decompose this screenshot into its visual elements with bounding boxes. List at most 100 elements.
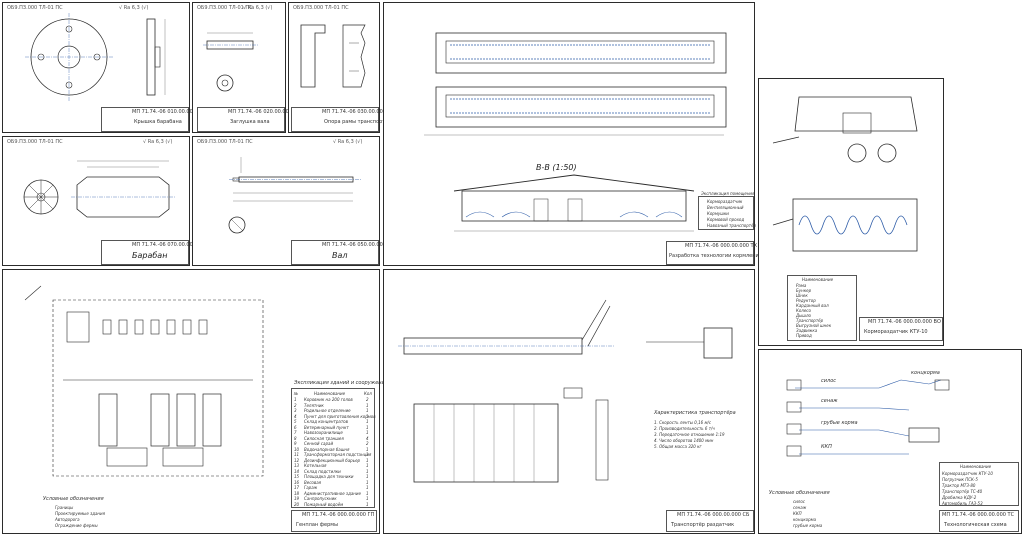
drawing-title: Кормораздатчик КТУ-10 [864,329,928,335]
building-row-name: Навозохранилище [304,430,343,435]
drawing-code: МП 71.74.-06 000.00.000 ТС [942,512,1015,518]
legend-row: Кормораздатчик [707,199,743,204]
support-drawing [300,24,366,88]
roughness-note: √ Ra 6,3 (√) [119,5,149,11]
parts-row: Дышло [796,313,811,318]
sheet-site-plan: Экспликация зданий и сооружений № Наимен… [2,269,388,534]
building-row-name: Трансформаторная подстанция [304,452,372,457]
building-row-num: 13 [294,463,300,468]
building-title: Экспликация зданий и сооружений [294,380,389,386]
building-row-num: 18 [294,490,300,496]
flow-table-title: Наименование [960,464,992,469]
building-table: Экспликация зданий и сооружений № Наимен… [291,380,388,508]
building-row-name: Гараж [304,485,318,490]
building-row-name: Силосная траншея [304,435,344,441]
flow-drawing [786,379,950,457]
building-row-num: 19 [294,496,300,501]
flow-legend: Условные обозначения силос сенаж ККП кон… [769,490,849,530]
legend-title: Экспликация помещения [701,191,755,196]
building-row-qty: 1 [366,430,369,435]
building-row-num: 17 [294,485,300,490]
building-row-num: 1 [294,397,297,402]
building-row-name: Ветеринарный пункт [304,424,349,430]
flow-legend-item: грубые корма [793,523,823,528]
building-row-name: Дезинфекционный барьер [304,457,361,463]
parts-row: Колесо [796,308,811,313]
sheet-cover: ОБ9.ПЗ.000 ТЛ-01 ПС √ Ra 6,3 (√) МП 71.7… [2,2,196,133]
drawing-title: Разработка технологии кормления КРС [669,253,774,259]
sheet-support: ОБ9.ПЗ.000 ТЛ-01 ПС МП 71.74.-06 030.00.… [288,2,395,133]
sheet-tag: ОБ9.ПЗ.000 ТЛ-01 ПС [197,5,253,11]
title-block: МП 71.74.-06 000.00.000 СБ Транспортёр р… [666,510,754,532]
flow-table-row: Транспортёр ТС-40 [942,489,983,494]
building-row-num: 6 [294,424,297,430]
building-row-name: Пожарный водоём [304,501,344,507]
parts-row: Бункер [796,288,812,293]
building-row-name: Весовая [304,479,322,485]
building-row-name: Склад концентратов [304,419,348,424]
char-title: Характеристика транспортёра [654,410,736,416]
char-row: 3. Передаточное отношение 1:19 [654,432,725,437]
drawing-title: Барабан [132,251,168,260]
parts-row: Карданный вал [796,303,829,308]
flow-label: сенаж [821,398,838,404]
title-block: МП 71.74.-06 070.00.000 Барабан [101,240,196,265]
drawing-title: Опора рамы транспортёра [324,119,395,125]
building-row-name: Коровник на 200 голов [304,397,353,402]
flow-legend-title: Условные обозначения [769,490,830,496]
site-plan-drawing [24,285,264,477]
flow-table-row: Погрузчик ПСК-5 [942,477,978,482]
feeder-drawing [772,96,918,252]
drawing-title: Заглушка вала [230,119,270,125]
flow-table-row: Кормораздатчик КТУ-10 [942,471,993,476]
building-row-name: Санпропускник [304,496,337,501]
title-block: МП 71.74.-06 020.00.000 Заглушка вала [197,107,292,132]
legend-row: Вентиляционный [707,205,744,210]
flow-legend-item: сенаж [793,505,807,510]
building-row-name: Административное здание [304,490,361,496]
char-table: Характеристика транспортёра 1. Скорость … [652,410,748,456]
sheet-barn-plan: В-В (1:50) Экспликация помещения Кормора… [383,2,773,266]
site-legend: Условные обозначения Границы Проектируем… [43,496,123,530]
building-row-qty: 2 [366,441,369,446]
section-title: В-В (1:50) [536,163,577,172]
sheet-plug: ОБ9.ПЗ.000 ТЛ-01 ПС √ Ra 6,3 (√) МП 71.7… [192,2,292,133]
building-row-num: 10 [294,446,300,452]
parts-row: Рама [796,283,807,288]
sheet-shaft: ОБ9.ПЗ.000 ТЛ-01 ПС √ Ra 6,3 (√) МП 71.7… [192,136,386,266]
roughness-note: √ Ra 6,3 (√) [243,5,273,11]
building-row-qty: 1 [366,452,369,457]
char-row: 4. Число оборотов 1400 мин [654,438,714,443]
building-row-qty: 1 [366,413,369,419]
building-row-num: 20 [294,501,300,507]
parts-row: Редуктор [796,298,816,303]
parts-row: Привод [796,333,812,338]
building-row-qty: 1 [366,408,369,413]
parts-row: Шнек [796,293,808,298]
building-row-name: Склад подстилки [304,468,341,474]
building-row-name: Родильное отделение [304,408,351,413]
building-row-num: 4 [294,413,297,419]
building-row-qty: 1 [366,485,369,490]
flow-label: грубые корма [821,420,858,426]
plug-drawing [203,32,259,92]
building-row-name: Котельная [304,463,327,468]
legend-row: Кормовой проход [707,217,745,222]
sheet-tag: ОБ9.ПЗ.000 ТЛ-01 ПС [293,5,349,11]
parts-title: Наименование [802,277,834,282]
building-row-qty: 1 [366,402,369,408]
shaft-drawing [228,157,361,234]
sheet-drum: ОБ9.ПЗ.000 ТЛ-01 ПС √ Ra 6,3 (√) МП 71.7… [2,136,196,266]
parts-row: Выгрузной шнек [796,323,832,328]
building-row-qty: 1 [366,457,369,463]
site-legend-item: Границы [55,505,74,510]
parts-table: Наименование Рама Бункер Шнек Редуктор К… [787,275,857,341]
title-block: МП 71.74.-06 030.00.000 Опора рамы транс… [291,107,395,132]
site-legend-item: Автодорога [55,517,80,522]
roughness-note: √ Ra 6,3 (√) [143,139,173,145]
drawing-title: Вал [332,251,348,260]
sheet-tag: ОБ9.ПЗ.000 ТЛ-01 ПС [7,139,63,145]
flow-table-row: Дробилка КДУ-2 [942,495,977,500]
cover-drawing [25,13,166,101]
building-row-qty: 1 [366,424,369,430]
